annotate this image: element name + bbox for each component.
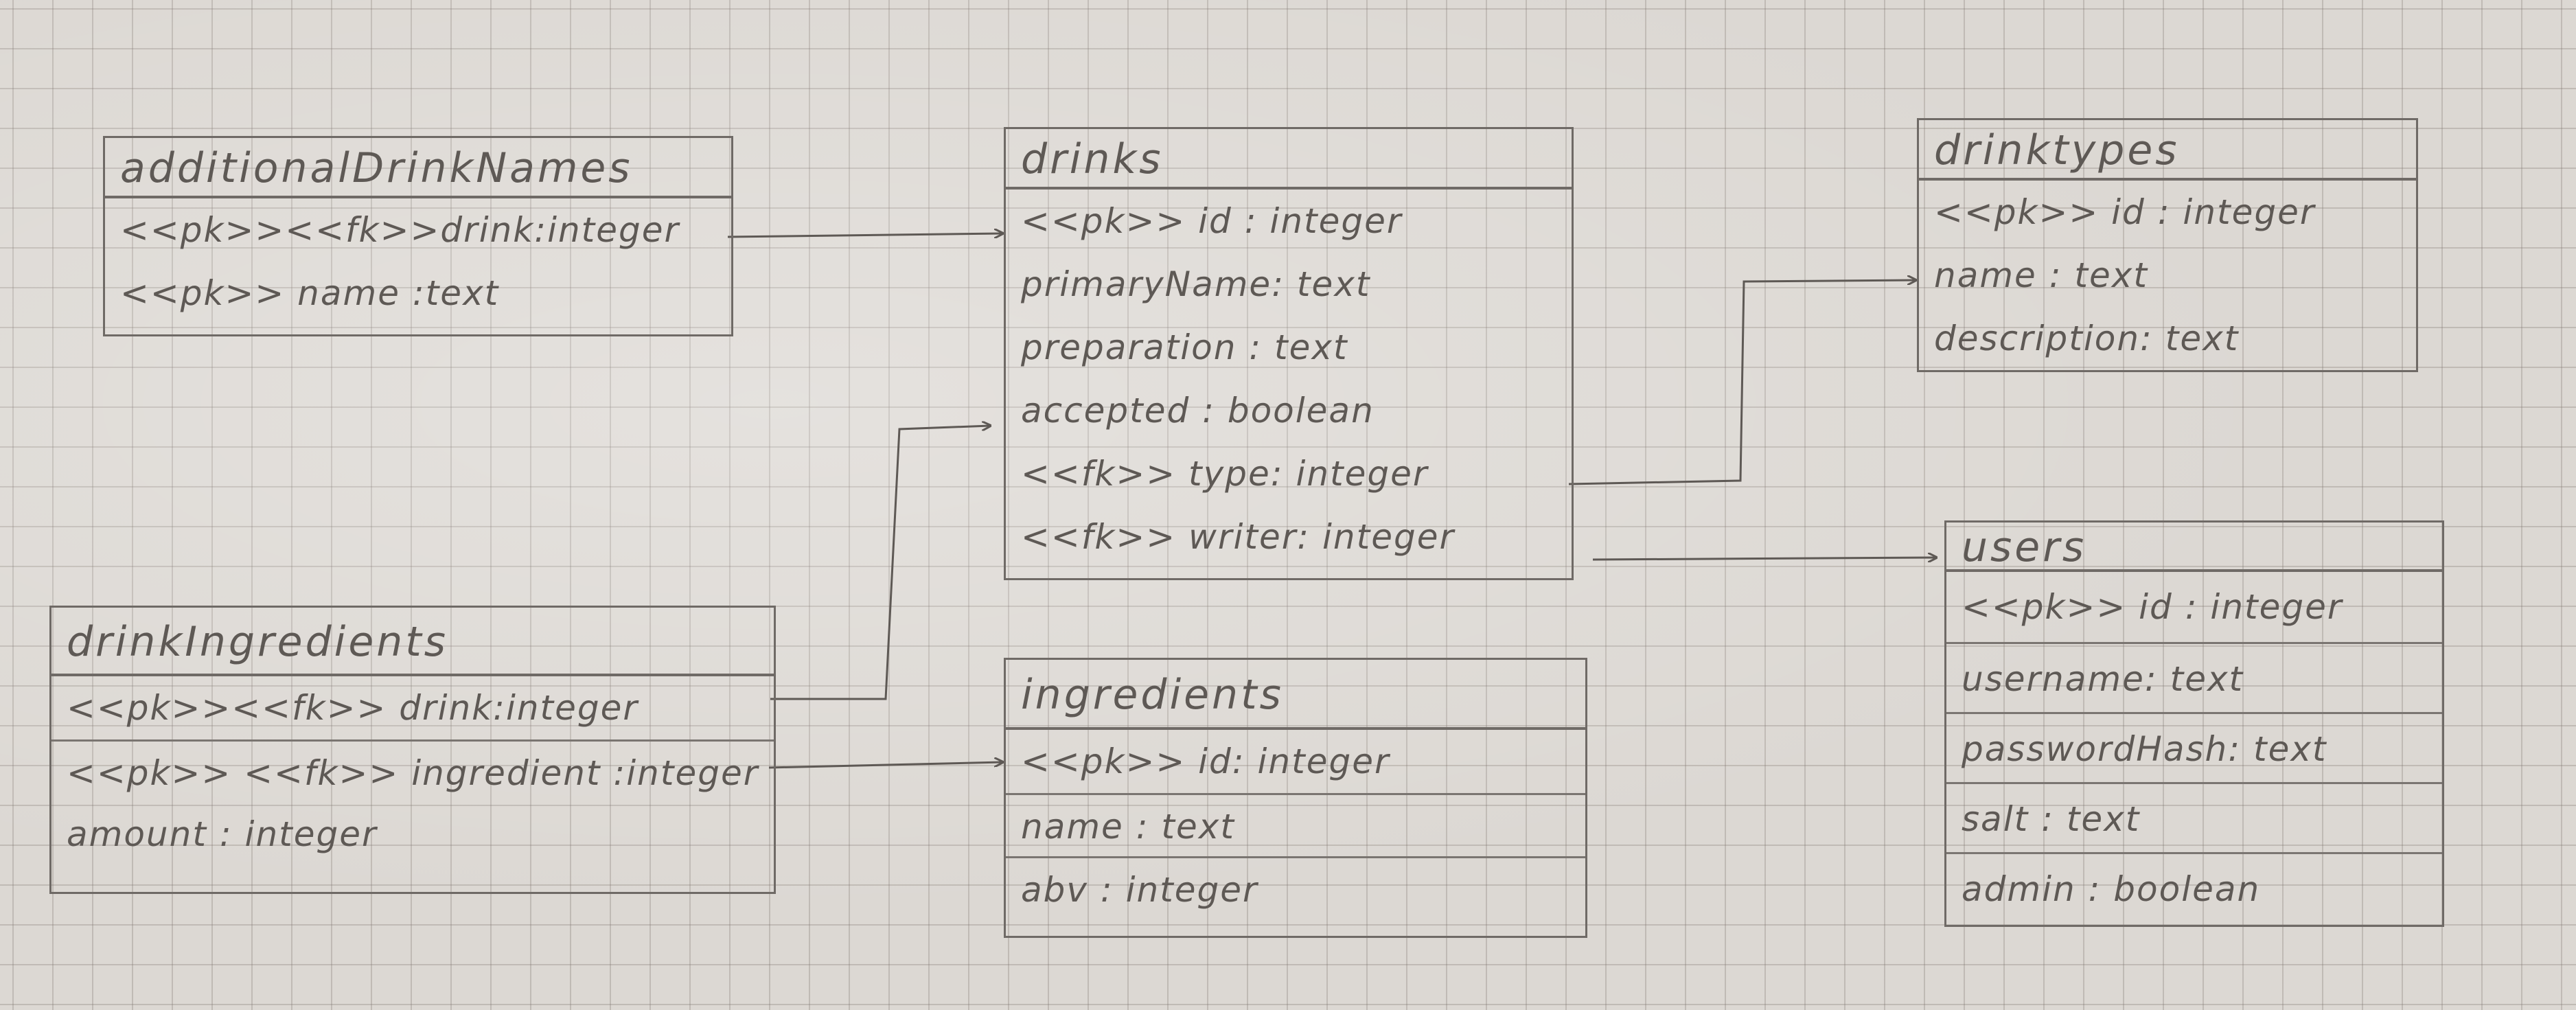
entity-attribute: <<pk>><<fk>>drink:integer: [120, 210, 680, 250]
entity-attribute: accepted : boolean: [1021, 391, 1375, 431]
connector-drinkingredients-to-ingredients: [768, 762, 1002, 769]
entity-attribute: primaryName: text: [1021, 264, 1371, 304]
entity-attribute: <<pk>> id : integer: [1934, 192, 2316, 232]
entity-attribute: <<pk>> <<fk>> ingredient :integer: [51, 739, 774, 803]
entity-title: additionalDrinkNames: [105, 138, 731, 198]
entity-title: ingredients: [1006, 660, 1585, 730]
entity-drinks[interactable]: drinks <<pk>> id : integer primaryName: …: [1004, 127, 1574, 580]
entity-attribute: description: text: [1934, 319, 2240, 358]
entity-attribute: <<pk>> id : integer: [1962, 587, 2343, 627]
entity-attribute: <<pk>><<fk>> drink:integer: [67, 688, 639, 728]
entity-attribute: <<fk>> writer: integer: [1021, 517, 1456, 557]
entity-title: drinkIngredients: [51, 608, 774, 676]
entity-drink-ingredients[interactable]: drinkIngredients <<pk>><<fk>> drink:inte…: [49, 606, 776, 894]
entity-users[interactable]: users <<pk>> id : integer username: text…: [1944, 520, 2444, 927]
entity-attribute: username: text: [1946, 642, 2442, 712]
entity-attribute: admin : boolean: [1946, 852, 2442, 922]
entity-title: drinktypes: [1919, 120, 2416, 181]
connector-additional-to-drinks: [727, 233, 1002, 237]
entity-ingredients[interactable]: ingredients <<pk>> id: integer name : te…: [1004, 658, 1587, 938]
entity-attribute: amount : integer: [67, 814, 378, 854]
entity-additional-drink-names[interactable]: additionalDrinkNames <<pk>><<fk>>drink:i…: [103, 136, 733, 336]
connector-drinkingredients-to-drinks: [770, 426, 990, 700]
entity-attribute: <<pk>> id: integer: [1021, 742, 1390, 781]
entity-title: users: [1946, 523, 2442, 572]
entity-attribute: passwordHash: text: [1946, 712, 2442, 782]
entity-attribute: <<fk>> type: integer: [1021, 454, 1429, 494]
entity-attribute: name : text: [1006, 793, 1585, 856]
entity-attribute: abv : integer: [1006, 856, 1585, 919]
entity-attribute: <<pk>> id : integer: [1021, 201, 1403, 241]
entity-attribute: preparation : text: [1021, 328, 1348, 367]
entity-attribute: salt : text: [1946, 782, 2442, 852]
entity-title: drinks: [1006, 129, 1572, 190]
entity-attribute: name : text: [1934, 255, 2148, 295]
entity-drinktypes[interactable]: drinktypes <<pk>> id : integer name : te…: [1917, 118, 2418, 372]
entity-attribute: <<pk>> name :text: [120, 273, 500, 313]
connector-drinks-to-users: [1592, 558, 1936, 560]
connector-drinks-to-drinktypes: [1568, 280, 1916, 485]
